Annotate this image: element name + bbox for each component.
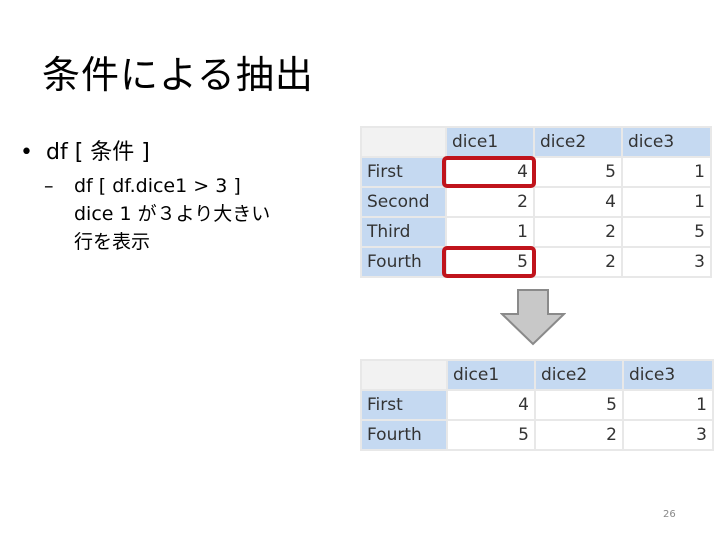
table-cell: 4 [446, 389, 536, 421]
table-cell: 2 [534, 419, 624, 451]
table-cell: 5 [621, 216, 712, 248]
table-cell: 3 [621, 246, 712, 278]
bullet2-line1: df [ df.dice1 > 3 ] [74, 175, 241, 197]
corner-cell [360, 126, 447, 158]
table-cell: 1 [622, 389, 714, 421]
table-cell: 4 [533, 186, 623, 218]
row-index: First [360, 389, 448, 421]
column-header: dice1 [446, 359, 536, 391]
bullet2-line3: 行を表示 [74, 231, 151, 253]
row-index: Second [360, 186, 447, 218]
table-cell: 3 [622, 419, 714, 451]
table-header-row: dice1 dice2 dice3 [360, 359, 714, 391]
table-cell: 1 [445, 216, 535, 248]
page-number: 26 [663, 509, 676, 520]
dataframe-full: dice1 dice2 dice3 First 4 5 1 Second 2 4… [360, 126, 712, 278]
column-header: dice2 [534, 359, 624, 391]
table-cell: 2 [445, 186, 535, 218]
row-index: Fourth [360, 419, 448, 451]
dataframe-filtered: dice1 dice2 dice3 First 4 5 1 Fourth 5 2… [360, 359, 714, 451]
table-cell: 1 [621, 156, 712, 188]
column-header: dice3 [622, 359, 714, 391]
highlight-box-first [442, 156, 536, 188]
highlight-box-fourth [442, 246, 536, 278]
table-cell: 5 [534, 389, 624, 421]
column-header: dice3 [621, 126, 712, 158]
table-row: Third 1 2 5 [360, 216, 712, 248]
bullet2-line2: dice 1 が３より大きい [74, 203, 271, 225]
table-header-row: dice1 dice2 dice3 [360, 126, 712, 158]
bullet1-text: df [ 条件 ] [46, 140, 150, 165]
table-cell: 5 [533, 156, 623, 188]
bullet-marker: • [20, 140, 33, 165]
table-cell: 2 [533, 216, 623, 248]
table-cell: 2 [533, 246, 623, 278]
table-row: First 4 5 1 [360, 156, 712, 188]
bullet-dash: – [44, 175, 54, 197]
row-index: First [360, 156, 447, 188]
bullet-level1: • df [ 条件 ] [20, 134, 150, 166]
table-row: Fourth 5 2 3 [360, 419, 714, 451]
slide-title: 条件による抽出 [42, 53, 314, 97]
table-row: First 4 5 1 [360, 389, 714, 421]
table-row: Second 2 4 1 [360, 186, 712, 218]
column-header: dice2 [533, 126, 623, 158]
down-arrow-icon [500, 289, 566, 346]
table-row: Fourth 5 2 3 [360, 246, 712, 278]
table-cell: 1 [621, 186, 712, 218]
column-header: dice1 [445, 126, 535, 158]
row-index: Fourth [360, 246, 447, 278]
row-index: Third [360, 216, 447, 248]
table-cell: 5 [446, 419, 536, 451]
corner-cell [360, 359, 448, 391]
